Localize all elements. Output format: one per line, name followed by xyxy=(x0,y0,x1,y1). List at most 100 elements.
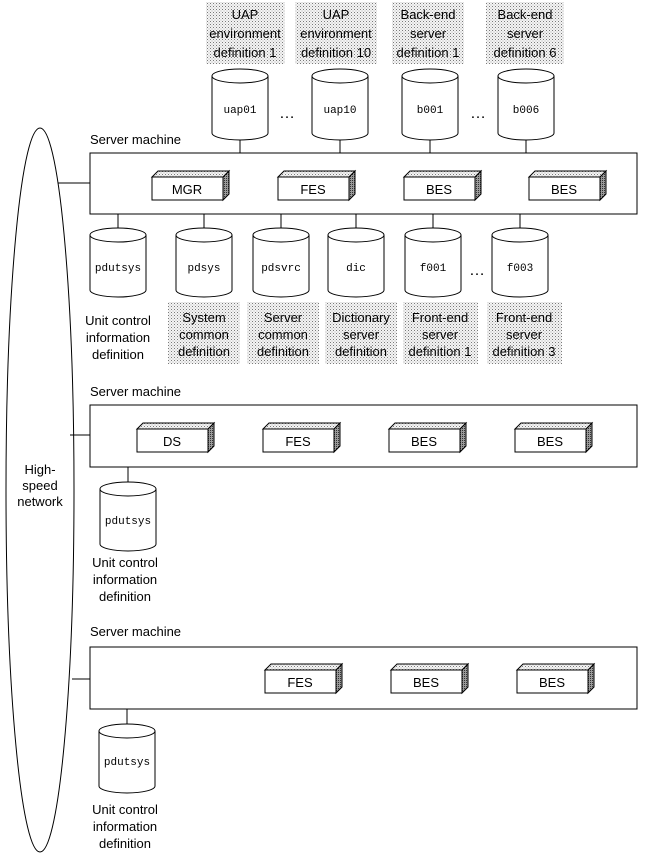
process-box-bes-1: BES xyxy=(402,169,483,202)
svg-text:definition: definition xyxy=(335,344,387,359)
definition-label-pdutsys-1: Unit control information definition xyxy=(85,313,151,362)
svg-text:Front-end: Front-end xyxy=(496,310,552,325)
definition-label-f003: Front-end server definition 3 xyxy=(487,302,562,364)
svg-text:f001: f001 xyxy=(420,263,447,275)
file-cylinder-pdutsys-2: pdutsys xyxy=(99,481,157,552)
definition-label-b001: Back-end server definition 1 xyxy=(392,2,464,64)
svg-text:b001: b001 xyxy=(417,105,444,117)
file-cylinder-f001: f001 xyxy=(404,227,462,298)
svg-text:uap01: uap01 xyxy=(223,105,256,117)
svg-text:server: server xyxy=(410,26,447,41)
svg-text:BES: BES xyxy=(426,182,452,197)
file-cylinder-uap01: uap01 xyxy=(211,68,269,141)
svg-text:common: common xyxy=(179,327,229,342)
file-cylinder-pdutsys-1: pdutsys xyxy=(89,227,147,298)
svg-text:BES: BES xyxy=(551,182,577,197)
top-file-connectors xyxy=(239,140,527,153)
machine-2-label: Server machine xyxy=(90,384,181,399)
svg-text:definition: definition xyxy=(257,344,309,359)
definition-label-b006: Back-end server definition 6 xyxy=(486,2,564,64)
network-label-line-2: speed xyxy=(22,478,57,493)
svg-text:definition 1: definition 1 xyxy=(409,344,472,359)
svg-text:definition 1: definition 1 xyxy=(397,45,460,60)
process-box-bes-2: BES xyxy=(515,662,596,695)
process-box-mgr: MGR xyxy=(150,169,231,202)
file-cylinder-pdutsys-3: pdutsys xyxy=(98,723,156,794)
svg-text:definition 10: definition 10 xyxy=(301,45,371,60)
svg-text:server: server xyxy=(506,327,543,342)
definition-label-pdsvrc: Server common definition xyxy=(247,302,319,364)
process-box-bes-2: BES xyxy=(527,169,608,202)
top-definitions: UAP environment definition 1 UAP environ… xyxy=(206,2,564,153)
svg-text:Dictionary: Dictionary xyxy=(332,310,390,325)
file-cylinder-pdsvrc: pdsvrc xyxy=(252,227,310,298)
svg-text:common: common xyxy=(258,327,308,342)
svg-text:server: server xyxy=(507,26,544,41)
definition-label-dic: Dictionary server definition xyxy=(325,302,397,364)
file-cylinder-uap10: uap10 xyxy=(311,68,369,141)
svg-text:pdutsys: pdutsys xyxy=(104,757,150,769)
definition-label-pdsys: System common definition xyxy=(168,302,240,364)
svg-text:definition 3: definition 3 xyxy=(493,344,556,359)
process-box-fes: FES xyxy=(276,169,357,202)
svg-text:BES: BES xyxy=(539,675,565,690)
svg-text:pdutsys: pdutsys xyxy=(95,263,141,275)
server-machine-1: Server machine MGR FES BES BES xyxy=(85,132,638,364)
process-box-bes-2: BES xyxy=(513,421,594,454)
definition-label-f001: Front-end server definition 1 xyxy=(403,302,478,364)
definition-label-uap10: UAP environment definition 10 xyxy=(295,2,377,64)
file-cylinder-dic: dic xyxy=(327,227,385,298)
svg-text:Unit control: Unit control xyxy=(92,802,158,817)
svg-text:definition: definition xyxy=(178,344,230,359)
svg-text:dic: dic xyxy=(346,263,366,275)
svg-text:BES: BES xyxy=(537,434,563,449)
svg-text:definition: definition xyxy=(92,347,144,362)
svg-text:definition: definition xyxy=(99,589,151,604)
svg-text:FES: FES xyxy=(285,434,311,449)
definition-label-pdutsys-3: Unit control information definition xyxy=(92,802,158,851)
file-cylinder-f003: f003 xyxy=(491,227,549,298)
process-box-bes-1: BES xyxy=(387,421,468,454)
svg-text:pdsvrc: pdsvrc xyxy=(261,263,301,275)
ellipsis-top-2: … xyxy=(470,105,486,122)
svg-text:FES: FES xyxy=(300,182,326,197)
file-cylinder-pdsys: pdsys xyxy=(175,227,233,298)
ellipsis-bottom: … xyxy=(469,262,485,279)
process-box-fes: FES xyxy=(263,662,344,695)
definition-label-pdutsys-2: Unit control information definition xyxy=(92,555,158,604)
server-machine-2: Server machine DS FES BES BES xyxy=(89,384,638,604)
svg-text:Back-end: Back-end xyxy=(401,7,456,22)
svg-text:FES: FES xyxy=(287,675,313,690)
definition-label-uap01: UAP environment definition 1 xyxy=(206,2,285,64)
file-cylinder-b006: b006 xyxy=(497,68,555,141)
machine-1-label: Server machine xyxy=(90,132,181,147)
server-machine-3: Server machine FES BES BES pdutsys U xyxy=(89,624,638,851)
svg-text:uap10: uap10 xyxy=(323,105,356,117)
svg-text:server: server xyxy=(422,327,459,342)
svg-text:b006: b006 xyxy=(513,105,539,117)
svg-text:Unit control: Unit control xyxy=(85,313,151,328)
svg-text:environment: environment xyxy=(209,26,281,41)
svg-text:Unit control: Unit control xyxy=(92,555,158,570)
process-box-fes: FES xyxy=(261,421,342,454)
svg-text:server: server xyxy=(343,327,380,342)
svg-text:definition 1: definition 1 xyxy=(214,45,277,60)
svg-text:UAP: UAP xyxy=(232,7,259,22)
high-speed-network: High- speed network xyxy=(5,127,75,853)
process-box-bes-1: BES xyxy=(389,662,470,695)
svg-text:f003: f003 xyxy=(507,263,533,275)
machine-1-file-connectors xyxy=(117,214,521,228)
svg-text:BES: BES xyxy=(413,675,439,690)
ellipsis-top-1: … xyxy=(279,105,295,122)
svg-text:Server: Server xyxy=(264,310,303,325)
svg-text:BES: BES xyxy=(411,434,437,449)
svg-text:information: information xyxy=(93,572,157,587)
process-box-ds: DS xyxy=(135,421,216,454)
svg-text:definition: definition xyxy=(99,836,151,851)
svg-text:DS: DS xyxy=(163,434,181,449)
svg-text:pdutsys: pdutsys xyxy=(105,516,151,528)
svg-text:System: System xyxy=(182,310,225,325)
svg-text:environment: environment xyxy=(300,26,372,41)
network-connectors xyxy=(58,182,90,680)
